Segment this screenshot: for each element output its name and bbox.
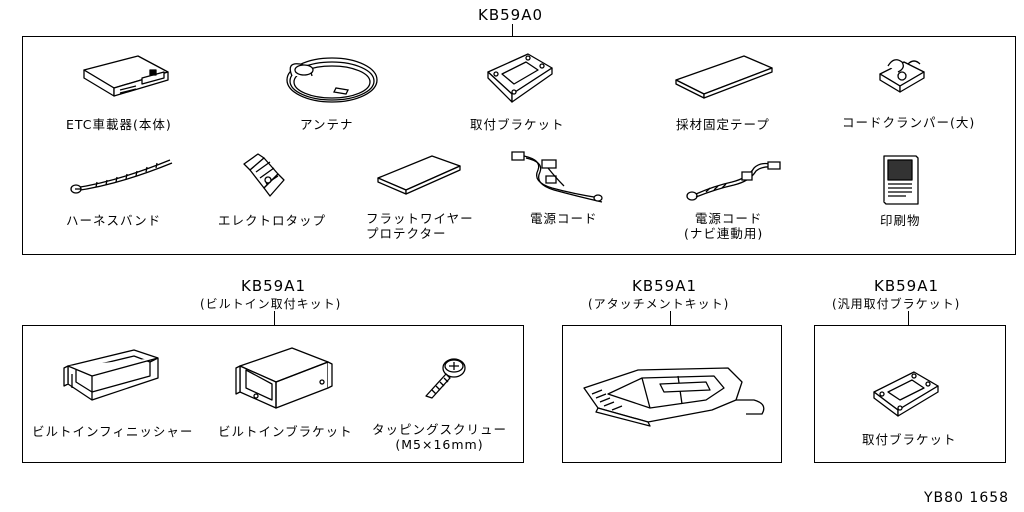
general-bracket-label: 取付ブラケット [862,432,957,447]
screw-label: タッピングスクリュー (M5×16mm) [372,422,507,452]
harness-band-drawing [66,156,176,198]
harness-band-label: ハーネスバンド [66,213,162,228]
screw-line-1: タッピングスクリュー [372,422,508,437]
finisher-label: ビルトインフィニッシャー [32,424,194,439]
kit-box-attachment [562,325,782,463]
kit-code-attachment: KB59A1 [632,277,698,295]
kit-code-general: KB59A1 [874,277,940,295]
leader-line-general [908,311,909,325]
flat-wire-protector-line-1: フラットワイヤー [366,211,474,226]
fix-tape-drawing [672,52,776,102]
leader-line-builtin [274,311,275,325]
kit-code-main: KB59A0 [478,6,544,24]
power-cord-navi-line-2: (ナビ連動用) [684,226,764,241]
printed-matter-label: 印刷物 [880,213,921,228]
antenna-label: アンテナ [300,117,354,132]
electro-tap-label: エレクトロタップ [218,213,327,228]
cord-clamper-label: コードクランパー(大) [842,115,976,130]
bracket-drawing [484,50,556,106]
printed-matter-drawing [880,152,922,206]
screw-drawing [418,354,468,404]
reference-number: YB80 1658 [924,490,1010,506]
electro-tap-drawing [238,150,290,202]
flat-wire-protector-line-2: プロテクター [366,226,447,241]
power-cord-drawing [508,148,608,208]
etc-unit-label: ETC車載器(本体) [66,117,172,132]
leader-line-main [512,24,513,36]
builtin-bracket-label: ビルトインブラケット [218,424,353,439]
cord-clamper-drawing [874,54,930,94]
builtin-bracket-drawing [232,342,336,414]
power-cord-navi-drawing [684,158,784,204]
power-cord-label: 電源コード [530,211,598,226]
antenna-drawing [282,52,382,107]
fix-tape-label: 採材固定テープ [676,117,770,132]
kit-subtitle-general: (汎用取付ブラケット) [832,297,961,311]
power-cord-navi-line-1: 電源コード [694,211,763,226]
bracket-label: 取付ブラケット [470,117,565,132]
etc-unit-drawing [80,50,175,102]
leader-line-attachment [670,311,671,325]
kit-subtitle-attachment: (アタッチメントキット) [588,297,730,311]
attachment-drawing [578,364,774,428]
screw-line-2: (M5×16mm) [395,437,484,452]
kit-box-main [22,36,1016,255]
kit-code-builtin: KB59A1 [241,277,307,295]
finisher-drawing [62,344,166,408]
kit-subtitle-builtin: (ビルトイン取付キット) [200,297,342,311]
flat-wire-protector-drawing [374,152,464,196]
general-bracket-drawing [870,368,942,420]
kit-box-general [814,325,1006,463]
power-cord-navi-label: 電源コード (ナビ連動用) [684,211,763,241]
kit-box-builtin [22,325,524,463]
flat-wire-protector-label: フラットワイヤー プロテクター [366,211,474,241]
